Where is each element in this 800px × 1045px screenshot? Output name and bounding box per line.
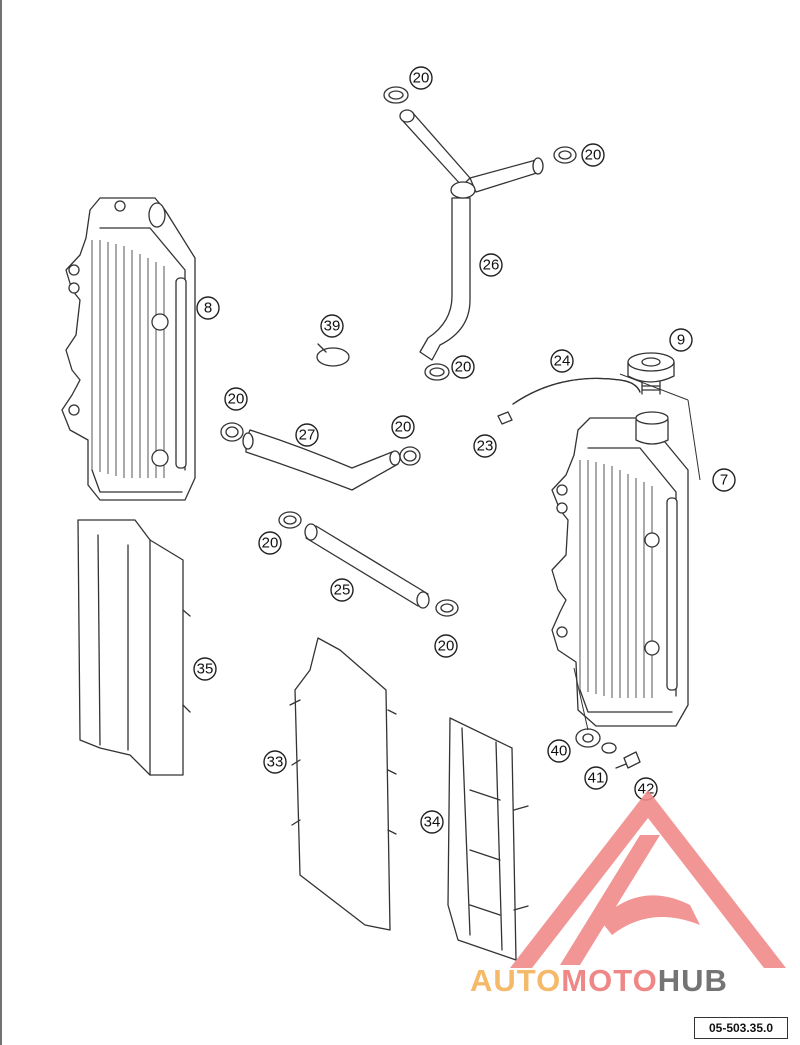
svg-text:35: 35 [197, 661, 214, 678]
callout-33: 33 [263, 750, 287, 774]
clamp-5 [399, 446, 421, 466]
radiator-cap [627, 352, 675, 395]
svg-text:20: 20 [438, 638, 455, 655]
svg-text:26: 26 [483, 257, 500, 274]
callout-34: 34 [420, 810, 444, 834]
svg-text:20: 20 [395, 419, 412, 436]
svg-text:20: 20 [413, 70, 430, 87]
callout-39: 39 [320, 314, 344, 338]
watermark-hub: HUB [658, 963, 728, 998]
callout-20c: 20 [451, 355, 475, 379]
callout-26: 26 [479, 253, 503, 277]
callout-20f: 20 [258, 531, 282, 555]
clamp-2 [553, 146, 577, 164]
cable-tie [316, 343, 350, 367]
lower-hose-27 [242, 429, 401, 491]
callout-25: 25 [330, 578, 354, 602]
svg-text:20: 20 [585, 147, 602, 164]
hose-clamps [220, 86, 577, 617]
leader-lines [573, 373, 701, 731]
callout-24: 24 [550, 349, 574, 373]
radiator-guard-35 [77, 519, 191, 776]
svg-text:34: 34 [424, 814, 441, 831]
svg-text:20: 20 [455, 359, 472, 376]
svg-text:8: 8 [204, 300, 212, 317]
drawing-reference-number: 05-503.35.0 [694, 1017, 788, 1039]
callout-20a: 20 [409, 66, 433, 90]
svg-text:7: 7 [720, 472, 728, 489]
callout-7: 7 [712, 468, 736, 492]
radiator-guard-33 [289, 637, 397, 931]
watermark-moto: MOTO [561, 963, 657, 998]
callout-40: 40 [547, 739, 571, 763]
radiator-guard-34 [447, 717, 529, 961]
clamp-3 [424, 363, 450, 381]
watermark-auto: AUTO [470, 963, 561, 998]
clamp-1 [383, 86, 409, 104]
clamp-7 [435, 599, 459, 617]
svg-text:9: 9 [677, 332, 685, 349]
svg-text:25: 25 [334, 582, 351, 599]
callout-27: 27 [295, 423, 319, 447]
svg-text:AUTOMOTOHUB: AUTOMOTOHUB [470, 963, 728, 998]
callout-20b: 20 [581, 143, 605, 167]
callout-23: 23 [473, 434, 497, 458]
right-radiator [551, 411, 689, 727]
watermark-logo: AUTOMOTOHUB [470, 790, 786, 998]
watermark-triangle [510, 790, 786, 968]
svg-text:20: 20 [262, 535, 279, 552]
straight-hose-25 [304, 523, 430, 609]
callout-8: 8 [196, 296, 220, 320]
left-radiator [61, 197, 196, 501]
svg-text:23: 23 [477, 438, 494, 455]
svg-text:40: 40 [551, 743, 568, 760]
overflow-hose [497, 377, 641, 425]
svg-text:20: 20 [228, 391, 245, 408]
left-radiator-fins [91, 240, 165, 478]
svg-text:27: 27 [299, 427, 316, 444]
callout-9: 9 [669, 328, 693, 352]
svg-text:41: 41 [588, 770, 605, 787]
callout-20d: 20 [224, 387, 248, 411]
callout-20g: 20 [434, 634, 458, 658]
mounting-hardware [575, 728, 641, 769]
svg-text:39: 39 [324, 318, 341, 335]
svg-text:33: 33 [267, 754, 284, 771]
upper-y-hose [399, 109, 544, 361]
clamp-4 [220, 422, 244, 442]
clamp-6 [278, 511, 302, 529]
callout-41: 41 [584, 766, 608, 790]
svg-text:24: 24 [554, 353, 571, 370]
right-radiator-fins [579, 460, 653, 698]
callout-20e: 20 [391, 415, 415, 439]
callout-35: 35 [193, 657, 217, 681]
